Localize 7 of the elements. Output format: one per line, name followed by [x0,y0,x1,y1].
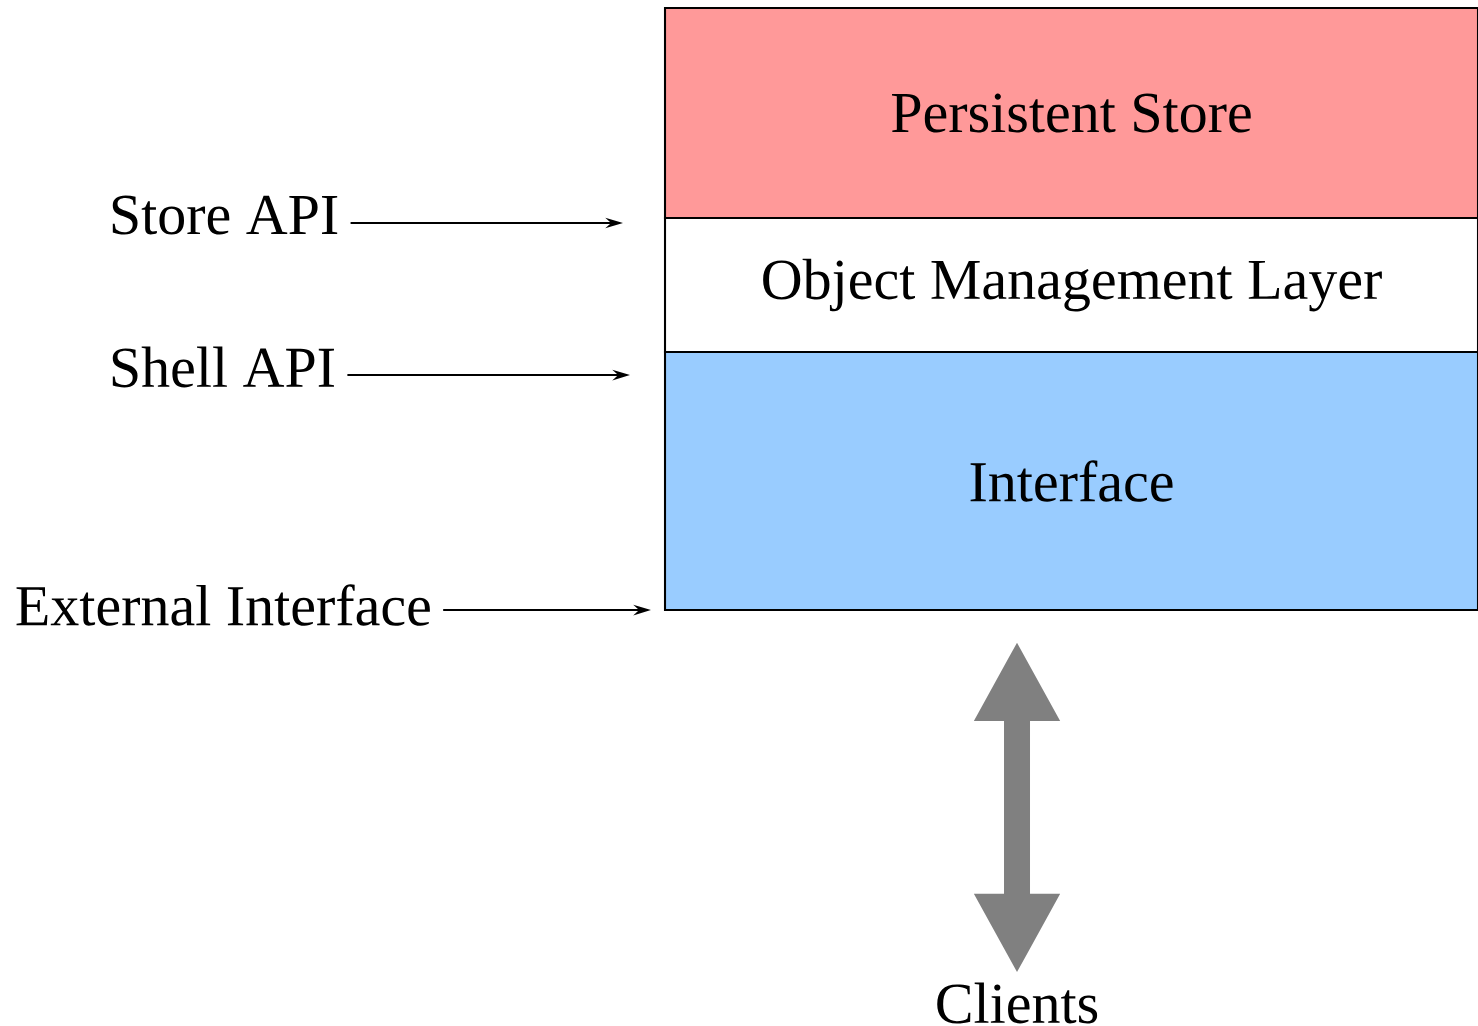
clients-label: Clients [937,982,1098,1024]
api-label: Store API [112,195,338,235]
layer-box: Interface [663,350,1478,612]
api-label: Shell API [112,346,334,388]
layer-box: Persistent Store [663,6,1478,220]
interface-label: External Interface [16,584,430,626]
layer-box: Object Management Layer [663,216,1478,354]
